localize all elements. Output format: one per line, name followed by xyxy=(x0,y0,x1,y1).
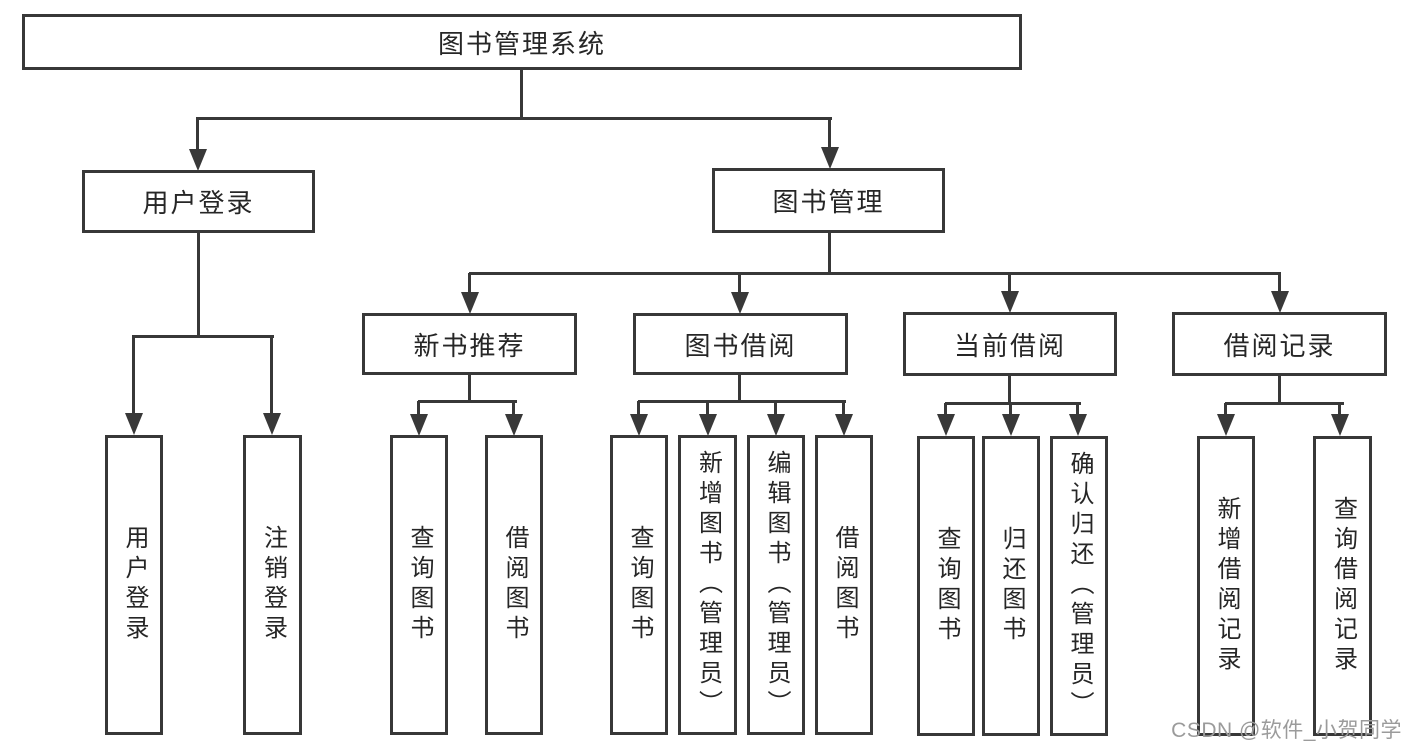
arrow-down-icon xyxy=(125,335,143,435)
arrow-down-icon xyxy=(410,401,428,436)
node-book-borrow: 图书借阅 xyxy=(633,313,848,375)
arrow-down-icon xyxy=(1331,403,1349,436)
arrow-down-icon xyxy=(835,401,853,436)
node-label: 查询图书 xyxy=(406,525,433,645)
connector-line xyxy=(1225,402,1344,405)
node-label: 用户登录 xyxy=(142,188,255,218)
node-label: 确认归还（管理员） xyxy=(1066,451,1093,721)
node-label: 注销登录 xyxy=(259,525,287,645)
node-label: 新书推荐 xyxy=(413,330,526,361)
connector-line xyxy=(468,374,471,403)
node-user-login: 用户登录 xyxy=(82,170,315,233)
connector-line xyxy=(469,272,1281,275)
node-book-management: 图书管理 xyxy=(712,168,945,233)
arrow-down-icon xyxy=(821,117,839,169)
leaf-logout: 注销登录 xyxy=(243,435,302,735)
arrow-down-icon xyxy=(731,273,749,314)
connector-line xyxy=(520,68,523,118)
leaf-borrow-book: 借阅图书 xyxy=(815,435,873,735)
leaf-borrow-book: 借阅图书 xyxy=(485,435,543,735)
arrow-down-icon xyxy=(1069,403,1087,436)
connector-line xyxy=(197,232,200,335)
node-borrow-records: 借阅记录 xyxy=(1172,312,1387,376)
node-label: 查询借阅记录 xyxy=(1329,496,1357,676)
arrow-down-icon xyxy=(699,401,717,436)
node-label: 归还图书 xyxy=(998,526,1025,646)
node-label: 图书管理系统 xyxy=(437,28,606,59)
arrow-down-icon xyxy=(630,401,648,436)
leaf-return-book: 归还图书 xyxy=(982,436,1040,736)
node-label: 新增借阅记录 xyxy=(1213,496,1240,676)
arrow-down-icon xyxy=(505,401,523,436)
node-label: 借阅记录 xyxy=(1223,330,1336,361)
arrow-down-icon xyxy=(1271,273,1289,313)
connector-line xyxy=(638,400,846,403)
leaf-edit-book-admin: 编辑图书（管理员） xyxy=(747,435,805,735)
node-label: 借阅图书 xyxy=(831,525,858,645)
leaf-query-book: 查询图书 xyxy=(610,435,668,735)
node-label: 新增图书（管理员） xyxy=(694,450,722,720)
node-current-borrow: 当前借阅 xyxy=(903,312,1117,376)
leaf-query-book: 查询图书 xyxy=(390,435,448,735)
connector-line xyxy=(197,117,832,120)
arrow-down-icon xyxy=(767,401,785,436)
node-label: 借阅图书 xyxy=(501,525,528,645)
node-label: 图书借阅 xyxy=(684,330,797,361)
arrow-down-icon xyxy=(461,273,479,314)
arrow-down-icon xyxy=(263,335,281,435)
leaf-add-borrow-record: 新增借阅记录 xyxy=(1197,436,1255,736)
leaf-add-book-admin: 新增图书（管理员） xyxy=(678,435,737,735)
arrow-down-icon xyxy=(189,117,207,171)
connector-line xyxy=(828,232,831,274)
node-label: 当前借阅 xyxy=(953,330,1066,361)
node-label: 用户登录 xyxy=(121,525,148,645)
node-label: 查询图书 xyxy=(933,526,960,646)
node-label: 图书管理 xyxy=(772,187,885,217)
arrow-down-icon xyxy=(1217,403,1235,436)
leaf-query-borrow-record: 查询借阅记录 xyxy=(1313,436,1372,736)
arrow-down-icon xyxy=(1001,273,1019,313)
csdn-watermark: CSDN @软件_小贺同学 xyxy=(1171,719,1402,742)
connector-line xyxy=(1008,375,1011,403)
connector-line xyxy=(1278,375,1281,403)
node-label: 编辑图书（管理员） xyxy=(763,450,790,720)
leaf-confirm-return-admin: 确认归还（管理员） xyxy=(1050,436,1108,736)
connector-line xyxy=(418,400,517,403)
leaf-user-login: 用户登录 xyxy=(105,435,163,735)
arrow-down-icon xyxy=(1002,403,1020,436)
connector-line xyxy=(945,402,1081,405)
connector-line xyxy=(738,374,741,403)
leaf-query-book: 查询图书 xyxy=(917,436,975,736)
node-new-book-recommend: 新书推荐 xyxy=(362,313,577,375)
node-root-system: 图书管理系统 xyxy=(22,14,1022,70)
connector-line xyxy=(133,335,274,338)
arrow-down-icon xyxy=(937,403,955,436)
node-label: 查询图书 xyxy=(626,525,653,645)
